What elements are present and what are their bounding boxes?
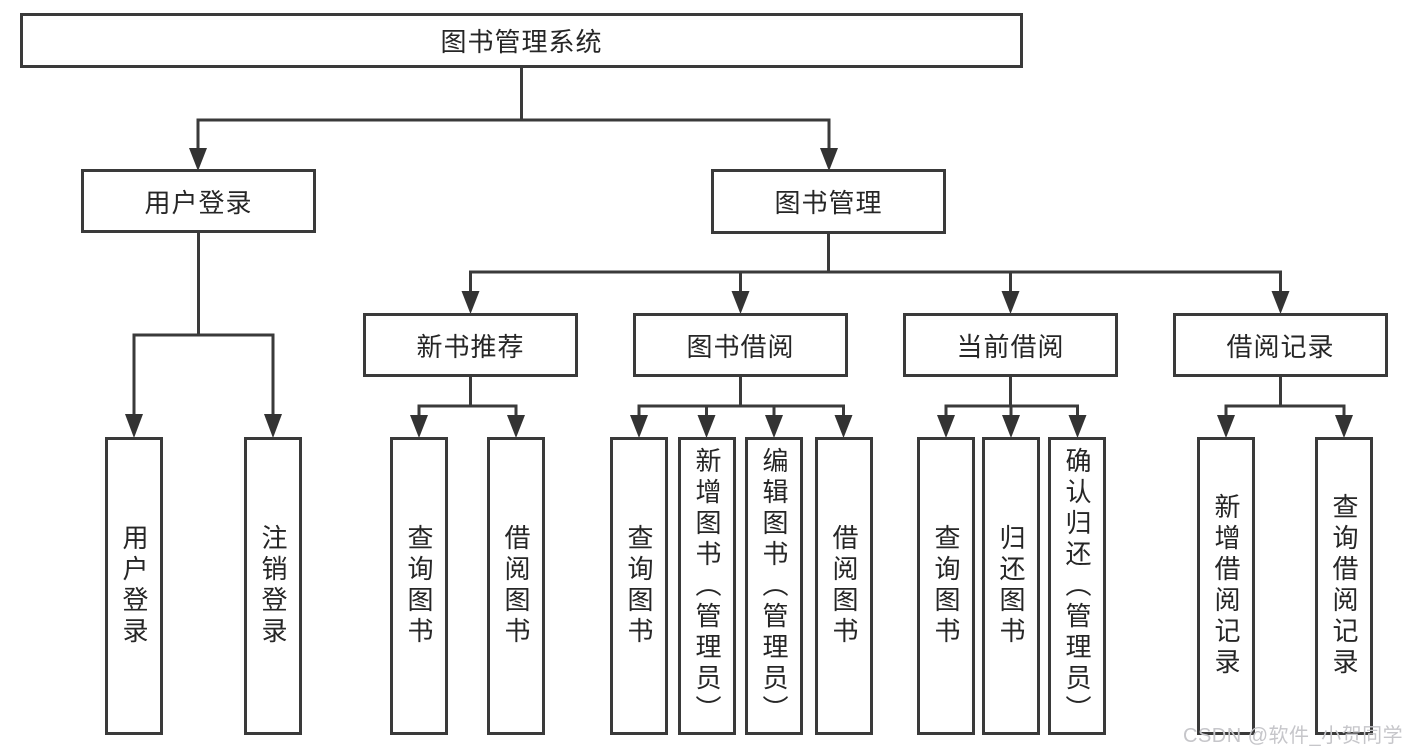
arrowhead-down-icon xyxy=(1335,415,1353,438)
node-root-system: 图书管理系统 xyxy=(20,13,1023,68)
leaf-logout-label: 注销登录 xyxy=(258,524,288,648)
connector-book-borrow-to-leaves xyxy=(630,377,853,438)
leaf-add-book-admin: 新增图书（管理员） xyxy=(678,437,736,735)
arrowhead-down-icon xyxy=(1271,291,1290,314)
node-borrowing-records: 借阅记录 xyxy=(1173,313,1388,377)
node-user-login-label: 用户登录 xyxy=(144,187,253,218)
node-current-borrow-label: 当前借阅 xyxy=(956,331,1065,362)
leaf-return-book-label: 归还图书 xyxy=(996,524,1026,648)
leaf-borrow-books-recommend-label: 借阅图书 xyxy=(501,524,531,648)
leaf-edit-book-admin-label: 编辑图书（管理员） xyxy=(759,446,789,726)
node-user-login: 用户登录 xyxy=(81,169,316,233)
leaf-borrow-book: 借阅图书 xyxy=(815,437,873,735)
leaf-query-books-recommend-label: 查询图书 xyxy=(404,524,434,648)
node-borrow-record-label: 借阅记录 xyxy=(1226,331,1335,362)
leaf-query-books-borrow: 查询图书 xyxy=(610,437,668,735)
connector-borrow-record-to-leaves xyxy=(1217,377,1353,438)
leaf-add-borrow-record: 新增借阅记录 xyxy=(1197,437,1255,735)
arrowhead-down-icon xyxy=(1001,291,1020,314)
connector-new-book-to-leaves xyxy=(410,377,525,438)
leaf-query-books-borrow-label: 查询图书 xyxy=(624,524,654,648)
arrowhead-down-icon xyxy=(1068,415,1087,438)
node-book-management: 图书管理 xyxy=(711,169,946,234)
leaf-user-login: 用户登录 xyxy=(105,437,163,735)
leaf-query-books-recommend: 查询图书 xyxy=(390,437,448,735)
leaf-query-books-current-label: 查询图书 xyxy=(931,524,961,648)
arrowhead-down-icon xyxy=(820,148,838,171)
leaf-confirm-return-admin: 确认归还（管理员） xyxy=(1048,437,1106,735)
arrowhead-down-icon xyxy=(189,148,207,171)
leaf-edit-book-admin: 编辑图书（管理员） xyxy=(745,437,803,735)
arrowhead-down-icon xyxy=(507,415,525,438)
arrowhead-down-icon xyxy=(630,415,648,438)
arrowhead-down-icon xyxy=(264,414,282,438)
arrowhead-down-icon xyxy=(1217,415,1235,438)
leaf-add-borrow-record-label: 新增借阅记录 xyxy=(1211,493,1241,679)
node-new-book-recommendation: 新书推荐 xyxy=(363,313,578,377)
arrowhead-down-icon xyxy=(765,415,783,438)
leaf-user-login-label: 用户登录 xyxy=(119,524,149,648)
arrowhead-down-icon xyxy=(1002,415,1020,438)
node-book-borrow-label: 图书借阅 xyxy=(686,331,795,362)
node-current-borrowing: 当前借阅 xyxy=(903,313,1118,377)
arrowhead-down-icon xyxy=(125,414,143,438)
connector-user-login-to-leaves xyxy=(125,233,282,438)
arrowhead-down-icon xyxy=(731,291,750,314)
node-root-label: 图书管理系统 xyxy=(440,27,603,57)
leaf-query-borrow-record: 查询借阅记录 xyxy=(1315,437,1373,735)
arrowhead-down-icon xyxy=(461,291,480,314)
connector-book-mgmt-to-level3 xyxy=(461,234,1290,314)
leaf-query-borrow-record-label: 查询借阅记录 xyxy=(1329,493,1359,679)
leaf-query-books-current: 查询图书 xyxy=(917,437,975,735)
leaf-borrow-book-label: 借阅图书 xyxy=(829,524,859,648)
connector-root-to-level2 xyxy=(189,68,838,171)
arrowhead-down-icon xyxy=(937,415,955,438)
leaf-borrow-books-recommend: 借阅图书 xyxy=(487,437,545,735)
node-book-borrowing: 图书借阅 xyxy=(633,313,848,377)
node-new-book-label: 新书推荐 xyxy=(416,331,525,362)
csdn-watermark: CSDN @软件_小贺同学 xyxy=(1183,725,1404,747)
node-book-management-label: 图书管理 xyxy=(774,188,883,218)
leaf-add-book-admin-label: 新增图书（管理员） xyxy=(692,446,722,726)
leaf-return-book: 归还图书 xyxy=(982,437,1040,735)
leaf-logout: 注销登录 xyxy=(244,437,302,735)
arrowhead-down-icon xyxy=(697,415,716,438)
arrowhead-down-icon xyxy=(410,415,428,438)
leaf-confirm-return-admin-label: 确认归还（管理员） xyxy=(1062,446,1092,726)
arrowhead-down-icon xyxy=(834,415,853,438)
connector-current-borrow-to-leaves xyxy=(937,377,1087,438)
